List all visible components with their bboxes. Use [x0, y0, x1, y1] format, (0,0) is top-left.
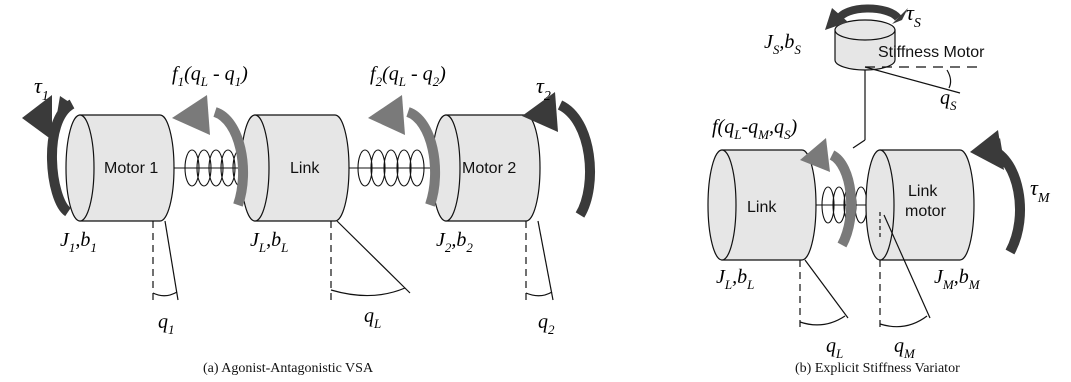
jl-bl-label-a: JL,bL [250, 229, 288, 255]
caption-b: (b) Explicit Stiffness Variator [795, 361, 960, 376]
caption-a: (a) Agonist-Antagonistic VSA [203, 361, 374, 376]
spring1-function-label: f1(qL - q1) [172, 63, 248, 89]
qs-label: qS [940, 87, 957, 113]
link-motor-label-line1: Link [908, 183, 938, 200]
tau-s-label: τS [906, 0, 921, 31]
spring2-arrow [405, 107, 441, 207]
panel-a: Motor 1 Link Mot [22, 63, 595, 376]
ql-angle-b [799, 259, 849, 330]
ql-label-b: qL [826, 335, 843, 361]
spring2-arrowhead [368, 95, 405, 135]
stiffness-motor-cylinder [834, 19, 896, 71]
tau2-arrowhead [522, 92, 558, 132]
jm-bm-label: JM,bM [934, 266, 981, 292]
link-cylinder-b [707, 149, 817, 261]
tau1-label: τ1 [34, 73, 49, 104]
motor-1-cylinder [65, 114, 175, 222]
tau2-arrow [557, 100, 595, 218]
tau-s-arrow [834, 4, 902, 23]
q1-angle [152, 220, 179, 301]
jl-bl-label-b: JL,bL [716, 266, 754, 292]
motor-2-label: Motor 2 [462, 160, 516, 177]
q2-angle [525, 220, 554, 301]
qm-angle [879, 212, 931, 330]
ql-angle [330, 220, 411, 300]
tau-m-label: τM [1030, 175, 1051, 206]
link-label-a: Link [290, 160, 320, 177]
spring-2 [349, 149, 438, 187]
link-motor-label-line2: motor [905, 203, 947, 220]
qm-label: qM [894, 335, 916, 361]
tau1-arrowhead [22, 95, 52, 140]
spring1-arrowhead [172, 95, 210, 135]
spring2-function-label: f2(qL - q2) [370, 63, 446, 89]
q2-label: q2 [538, 311, 555, 337]
qs-angle [852, 66, 978, 149]
spring1-arrow [212, 107, 249, 207]
js-bs-label: JS,bS [764, 31, 801, 57]
ql-label-a: qL [364, 305, 381, 331]
tau2-label: τ2 [536, 73, 551, 104]
panel-b: Stiffness Motor Link [707, 0, 1051, 376]
motor-2-cylinder [431, 114, 541, 222]
j2-b2-label: J2,b2 [436, 229, 473, 255]
spring-b-arrow [829, 150, 857, 248]
stiffness-motor-label: Stiffness Motor [878, 44, 985, 61]
spring-b-function-label: f(qL-qM,qS) [712, 116, 797, 142]
link-motor-cylinder [865, 149, 975, 261]
j1-b1-label: J1,b1 [60, 229, 97, 255]
q1-label: q1 [158, 311, 175, 337]
link-label-b: Link [747, 199, 777, 216]
link-cylinder [240, 114, 350, 222]
motor-1-label: Motor 1 [104, 160, 158, 177]
